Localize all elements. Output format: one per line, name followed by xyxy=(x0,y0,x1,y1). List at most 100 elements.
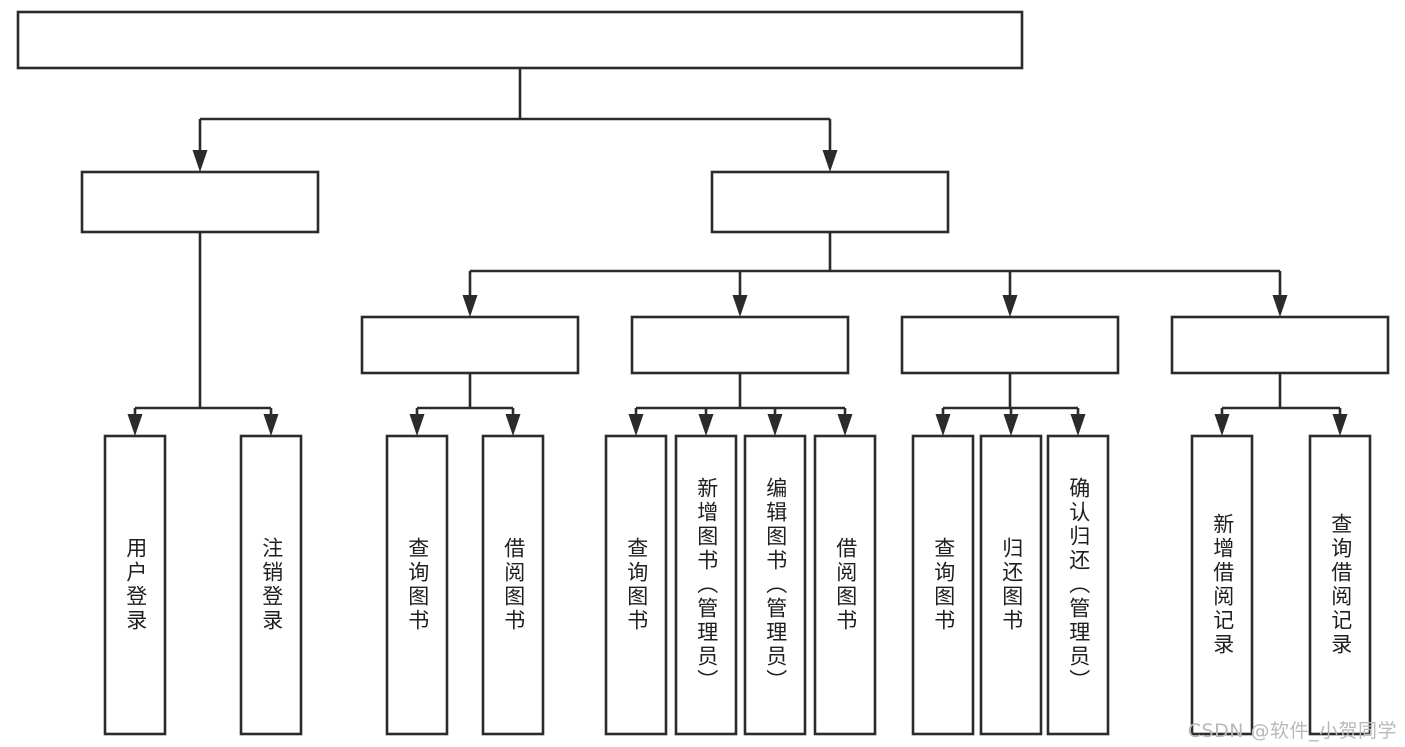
node-leaf-4[interactable]: 查询图书 xyxy=(604,434,668,736)
node-level3-1[interactable] xyxy=(630,315,850,375)
vertical-text-box: 新增图书（管理员） xyxy=(676,436,736,734)
node-label-wrapper: 借阅图书 xyxy=(483,436,543,734)
node-level2-0[interactable] xyxy=(80,170,320,234)
node-label: 编辑图书（管理员） xyxy=(763,477,788,693)
node-leaf-11[interactable]: 新增借阅记录 xyxy=(1190,434,1254,736)
arrow-head-icon xyxy=(192,150,208,172)
node-box[interactable] xyxy=(604,434,668,736)
node-box[interactable] xyxy=(239,434,303,736)
node-label: 新增图书（管理员） xyxy=(694,477,719,693)
arrow-head-icon xyxy=(822,150,838,172)
node-box[interactable] xyxy=(80,170,320,234)
vertical-text-box: 借阅图书 xyxy=(483,436,543,734)
connector-current-to-leaves xyxy=(935,373,1086,436)
arrow-head-icon xyxy=(732,295,748,317)
node-level3-3[interactable] xyxy=(1170,315,1390,375)
arrow-head-icon xyxy=(628,414,644,436)
connector-borrow-to-leaves xyxy=(628,373,853,436)
node-label-wrapper: 查询图书 xyxy=(606,436,666,734)
node-box[interactable] xyxy=(674,434,738,736)
arrow-head-icon xyxy=(1002,295,1018,317)
node-label: 查询图书 xyxy=(405,537,430,633)
node-label-wrapper: 注销登录 xyxy=(241,436,301,734)
nodes-layer: 用户登录 注销登录 查询图书 借阅图书 查询图书 新增图书（管理员） 编辑图书（管理员） 借阅… xyxy=(16,10,1390,736)
node-label-wrapper: 归还图书 xyxy=(981,436,1041,734)
node-label-wrapper: 借阅图书 xyxy=(815,436,875,734)
node-box[interactable] xyxy=(630,315,850,375)
node-box[interactable] xyxy=(1170,315,1390,375)
node-label: 借阅图书 xyxy=(833,537,858,633)
node-label: 注销登录 xyxy=(259,537,284,633)
vertical-text-box: 用户登录 xyxy=(105,436,165,734)
arrow-head-icon xyxy=(698,414,714,436)
connector-newbook-to-leaves xyxy=(409,373,521,436)
node-leaf-0[interactable]: 用户登录 xyxy=(103,434,167,736)
node-label-wrapper: 查询图书 xyxy=(931,537,956,633)
arrow-head-icon xyxy=(127,414,143,436)
node-leaf-10[interactable]: 确认归还（管理员） xyxy=(1046,434,1110,736)
node-box[interactable] xyxy=(900,315,1120,375)
node-label-wrapper: 确认归还（管理员） xyxy=(1048,436,1108,734)
arrow-head-icon xyxy=(1070,414,1086,436)
node-label-wrapper: 新增借阅记录 xyxy=(1192,436,1252,734)
connector-record-to-leaves xyxy=(1214,373,1348,436)
node-box[interactable] xyxy=(979,434,1043,736)
node-label: 查询借阅记录 xyxy=(1328,513,1353,657)
arrow-head-icon xyxy=(505,414,521,436)
arrow-head-icon xyxy=(1272,295,1288,317)
node-leaf-1[interactable]: 注销登录 xyxy=(239,434,303,736)
node-level2-1[interactable] xyxy=(710,170,950,234)
node-leaf-7[interactable]: 借阅图书 xyxy=(813,434,877,736)
vertical-text-box: 编辑图书（管理员） xyxy=(745,436,805,734)
arrow-head-icon xyxy=(1003,414,1019,436)
node-box[interactable] xyxy=(16,10,1024,70)
node-level3-2[interactable] xyxy=(900,315,1120,375)
node-box[interactable] xyxy=(813,434,877,736)
node-box[interactable] xyxy=(103,434,167,736)
node-leaf-12[interactable]: 查询借阅记录 xyxy=(1308,434,1372,736)
node-box[interactable] xyxy=(1308,434,1372,736)
node-label-wrapper: 查询图书 xyxy=(387,436,447,734)
node-label: 查询图书 xyxy=(624,537,649,633)
vertical-text-box: 注销登录 xyxy=(241,436,301,734)
vertical-text-box: 确认归还（管理员） xyxy=(1048,436,1108,734)
node-label-wrapper: 新增图书（管理员） xyxy=(676,436,736,734)
connectors-layer xyxy=(127,68,1348,436)
node-label: 新增借阅记录 xyxy=(1210,513,1235,657)
node-label: 用户登录 xyxy=(123,537,148,633)
vertical-text-box: 新增借阅记录 xyxy=(1192,436,1252,734)
node-box[interactable] xyxy=(1190,434,1254,736)
node-box[interactable] xyxy=(710,170,950,234)
node-root[interactable] xyxy=(16,10,1024,70)
arrow-head-icon xyxy=(409,414,425,436)
vertical-text-box: 借阅图书 xyxy=(815,436,875,734)
arrow-head-icon xyxy=(837,414,853,436)
node-box[interactable] xyxy=(743,434,807,736)
connector-level2-user-to-leaves xyxy=(127,232,279,436)
node-leaf-3[interactable]: 借阅图书 xyxy=(481,434,545,736)
node-box[interactable] xyxy=(385,434,449,736)
vertical-text-box: 归还图书 xyxy=(981,436,1041,734)
node-box[interactable] xyxy=(1046,434,1110,736)
arrow-head-icon xyxy=(935,414,951,436)
node-level3-0[interactable] xyxy=(360,315,580,375)
arrow-head-icon xyxy=(1332,414,1348,436)
node-box[interactable] xyxy=(360,315,580,375)
node-leaf-5[interactable]: 新增图书（管理员） xyxy=(674,434,738,736)
node-leaf-9[interactable]: 归还图书 xyxy=(979,434,1043,736)
csdn-watermark: CSDN @软件_小贺同学 xyxy=(1187,720,1397,742)
node-box[interactable] xyxy=(481,434,545,736)
arrow-head-icon xyxy=(1214,414,1230,436)
node-box[interactable] xyxy=(911,434,975,736)
node-label-wrapper: 查询借阅记录 xyxy=(1310,436,1370,734)
node-label: 借阅图书 xyxy=(501,537,526,633)
node-label: 查询图书 xyxy=(931,537,956,633)
vertical-text-box: 查询图书 xyxy=(606,436,666,734)
node-leaf-8[interactable]: 查询图书 xyxy=(911,434,975,736)
node-leaf-6[interactable]: 编辑图书（管理员） xyxy=(743,434,807,736)
vertical-text-box: 查询图书 xyxy=(387,436,447,734)
connector-level2-book-to-level3 xyxy=(462,232,1288,317)
node-leaf-2[interactable]: 查询图书 xyxy=(385,434,449,736)
vertical-text-box: 查询借阅记录 xyxy=(1310,436,1370,734)
